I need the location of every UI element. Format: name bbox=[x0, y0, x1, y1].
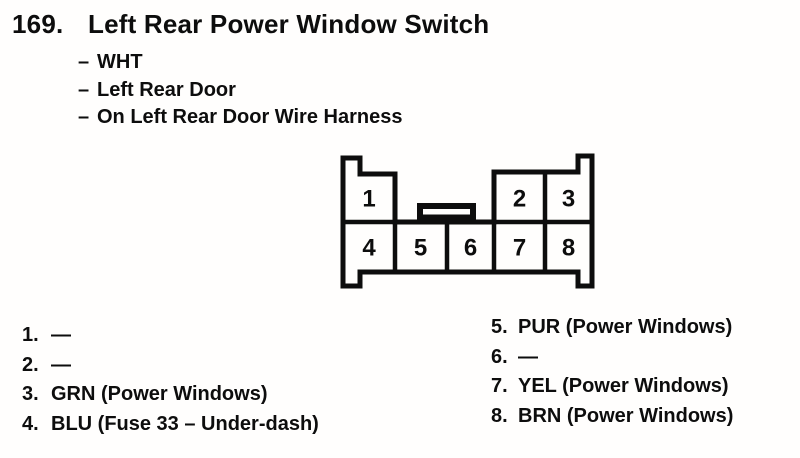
legend-row-pin-3: 3. GRN (Power Windows) bbox=[22, 380, 319, 410]
dash-bullet: – bbox=[78, 106, 90, 129]
pin-1-label: 1 bbox=[362, 186, 375, 213]
pin-7-label: 7 bbox=[513, 235, 526, 262]
legend-row-pin-4: 4. BLU (Fuse 33 – Under-dash) bbox=[22, 410, 319, 440]
legend-pin-number: 2. bbox=[22, 353, 39, 376]
legend-pin-number: 6. bbox=[491, 345, 508, 368]
pin-6-label: 6 bbox=[464, 235, 477, 262]
legend-row-pin-8: 8. BRN (Power Windows) bbox=[491, 402, 733, 432]
pin-legend-right-column: 5. PUR (Power Windows) 6. — 7. YEL (Powe… bbox=[491, 313, 733, 431]
detail-label: Left Rear Door bbox=[97, 78, 236, 101]
legend-pin-description: BRN (Power Windows) bbox=[518, 404, 734, 427]
legend-pin-description: YEL (Power Windows) bbox=[518, 375, 729, 398]
detail-label: WHT bbox=[97, 51, 143, 74]
pin-grid-lines bbox=[343, 172, 592, 272]
dash-bullet: – bbox=[78, 51, 90, 74]
pin-2-label: 2 bbox=[513, 186, 526, 213]
pin-4-label: 4 bbox=[362, 235, 376, 262]
legend-pin-number: 1. bbox=[22, 324, 39, 347]
legend-pin-description: PUR (Power Windows) bbox=[518, 316, 733, 339]
legend-pin-number: 5. bbox=[491, 316, 508, 339]
latch-slot bbox=[423, 209, 470, 215]
item-title-text: Left Rear Power Window Switch bbox=[88, 9, 490, 39]
detail-label: On Left Rear Door Wire Harness bbox=[97, 106, 403, 129]
legend-pin-description: — bbox=[518, 345, 538, 368]
legend-row-pin-1: 1. — bbox=[22, 321, 319, 351]
detail-item-color: – WHT bbox=[78, 49, 402, 77]
connector-details-list: – WHT – Left Rear Door – On Left Rear Do… bbox=[78, 49, 402, 132]
dash-bullet: – bbox=[78, 78, 90, 101]
legend-row-pin-7: 7. YEL (Power Windows) bbox=[491, 372, 733, 402]
legend-pin-description: — bbox=[51, 353, 71, 376]
legend-pin-number: 4. bbox=[22, 412, 39, 435]
legend-pin-number: 3. bbox=[22, 383, 39, 406]
pin-3-label: 3 bbox=[562, 186, 575, 213]
legend-pin-number: 8. bbox=[491, 404, 508, 427]
legend-row-pin-5: 5. PUR (Power Windows) bbox=[491, 313, 733, 343]
pin-legend-left-column: 1. — 2. — 3. GRN (Power Windows) 4. BLU … bbox=[22, 321, 319, 439]
legend-pin-description: GRN (Power Windows) bbox=[51, 383, 268, 406]
legend-row-pin-2: 2. — bbox=[22, 351, 319, 381]
legend-pin-description: BLU (Fuse 33 – Under-dash) bbox=[51, 412, 319, 435]
connector-outline bbox=[340, 153, 595, 289]
item-number: 169. bbox=[12, 9, 64, 39]
page-title: 169. Left Rear Power Window Switch bbox=[12, 10, 489, 38]
detail-item-location: – Left Rear Door bbox=[78, 77, 402, 105]
pin-5-label: 5 bbox=[414, 235, 427, 262]
legend-pin-number: 7. bbox=[491, 375, 508, 398]
pin-8-label: 8 bbox=[562, 235, 575, 262]
legend-row-pin-6: 6. — bbox=[491, 343, 733, 373]
connector-pinout-diagram: 1 2 3 4 5 6 7 8 bbox=[340, 153, 595, 289]
detail-item-harness: – On Left Rear Door Wire Harness bbox=[78, 104, 402, 132]
legend-pin-description: — bbox=[51, 324, 71, 347]
